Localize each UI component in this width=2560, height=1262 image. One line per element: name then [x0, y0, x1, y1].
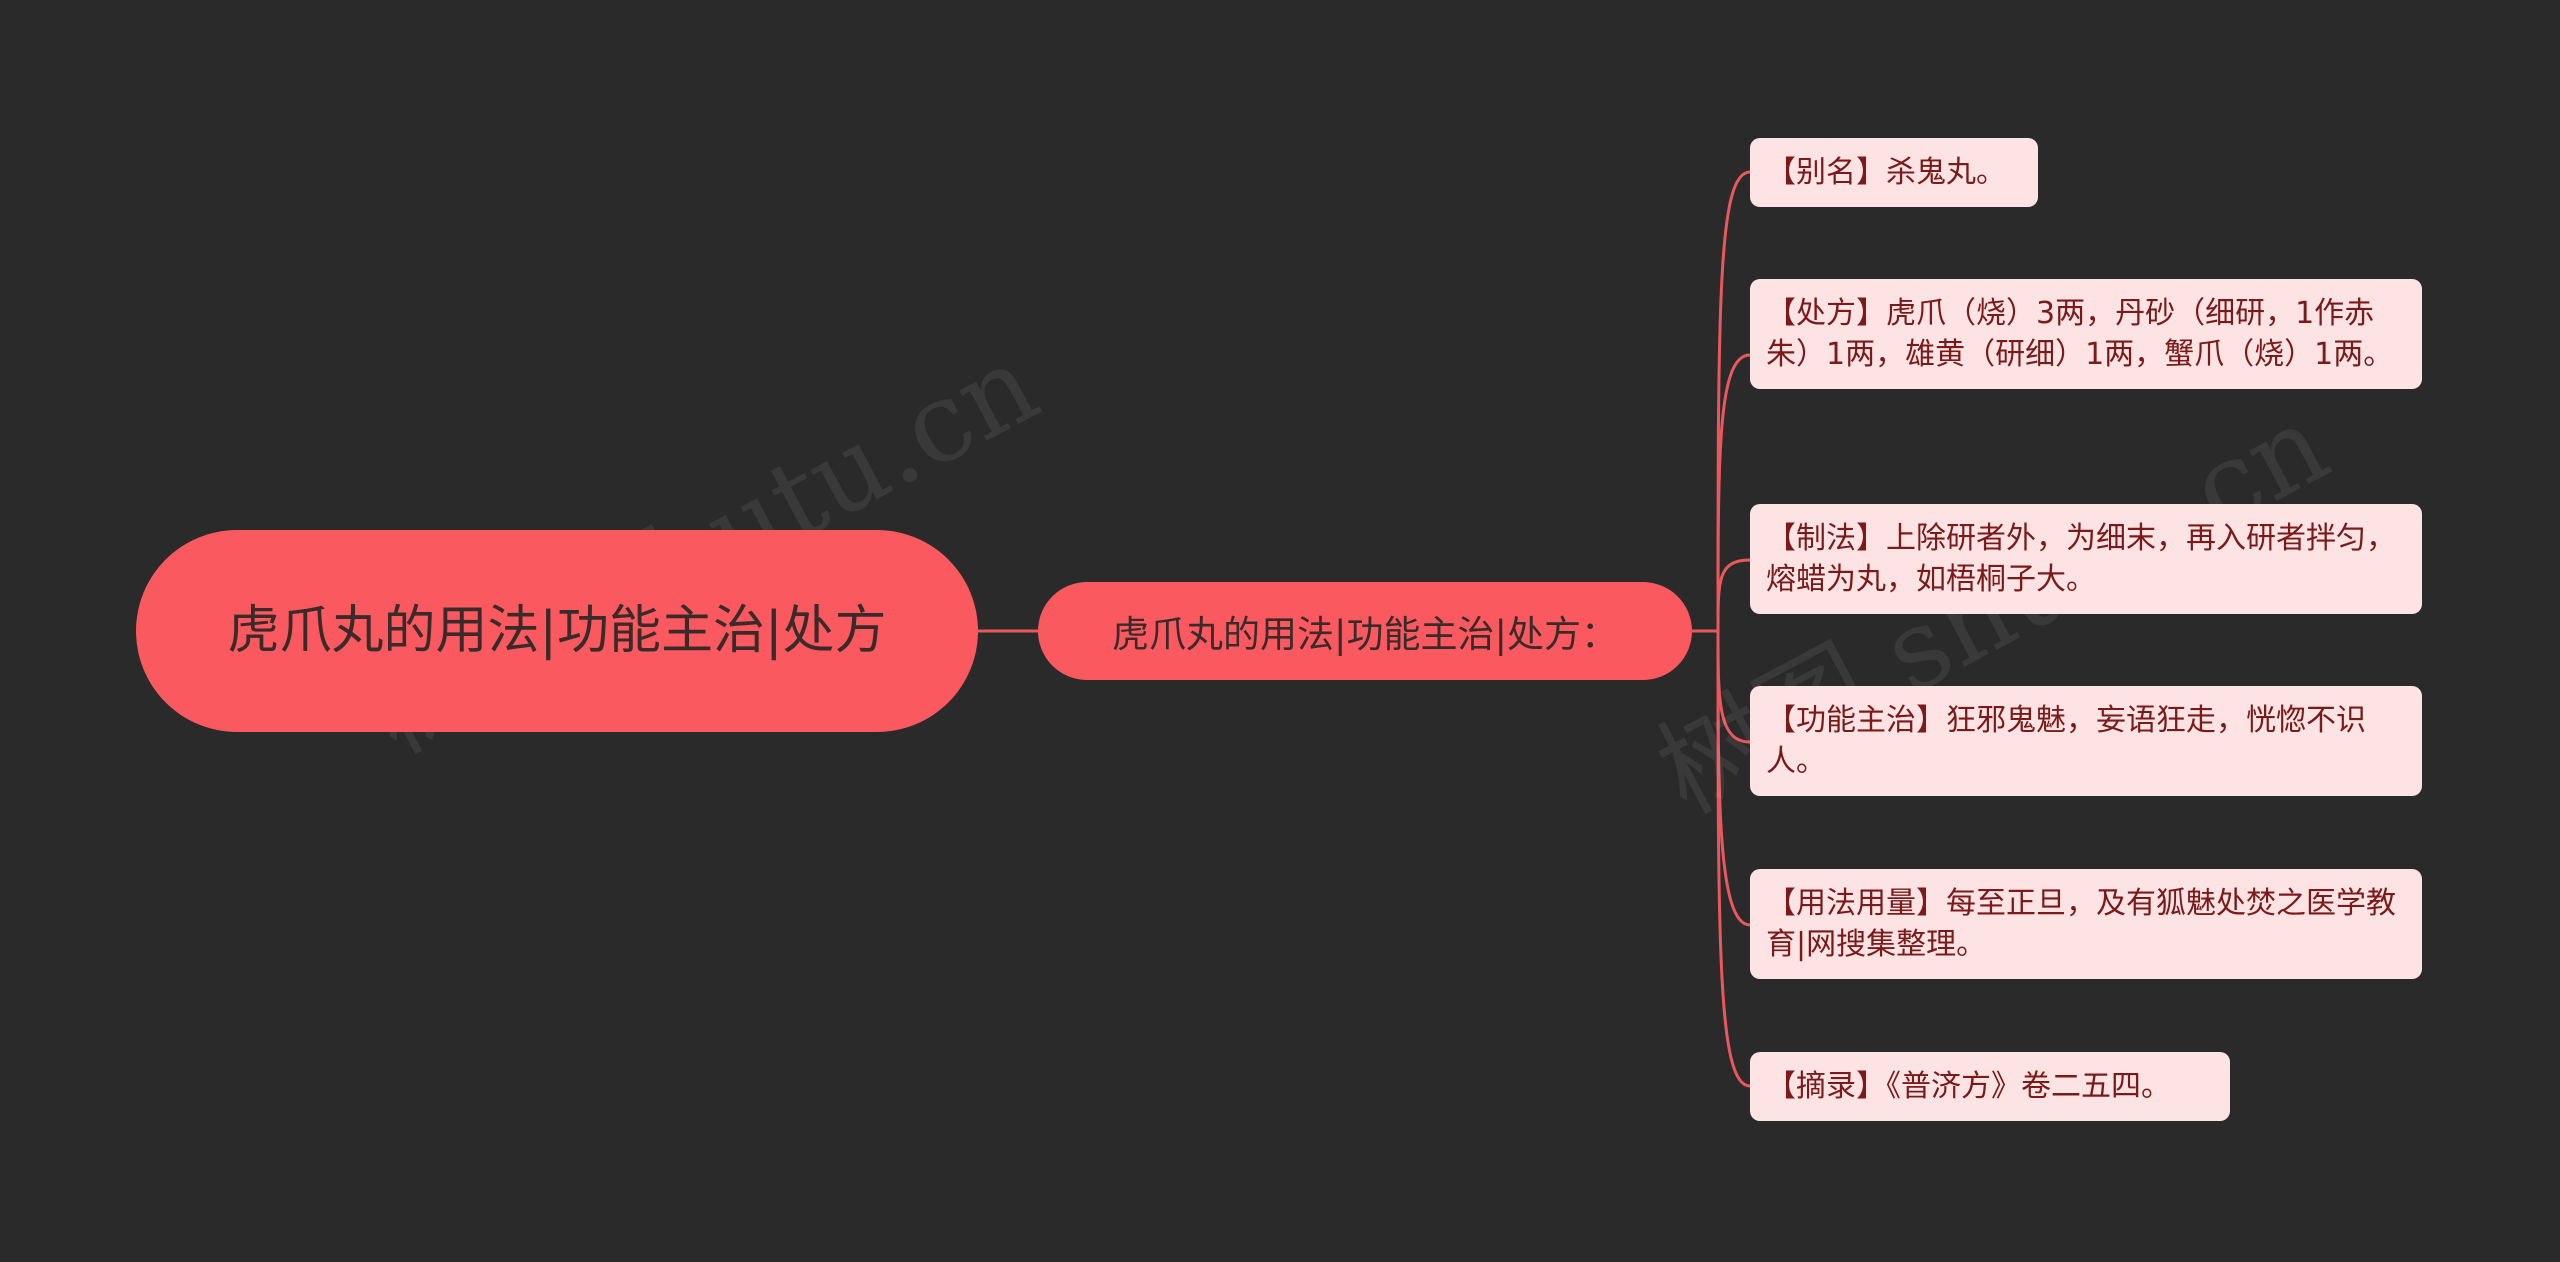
leaf-node-alias[interactable]: 【别名】杀鬼丸。	[1750, 138, 2038, 207]
leaf-text: 【制法】上除研者外，为细末，再入研者拌匀，熔蜡为丸，如梧桐子大。	[1766, 521, 2396, 597]
root-node[interactable]: 虎爪丸的用法|功能主治|处方	[136, 530, 978, 732]
branch-node[interactable]: 虎爪丸的用法|功能主治|处方：	[1038, 582, 1692, 680]
leaf-node-prescription[interactable]: 【处方】虎爪（烧）3两，丹砂（细研，1作赤朱）1两，雄黄（研细）1两，蟹爪（烧）…	[1750, 279, 2422, 389]
leaf-node-indications[interactable]: 【功能主治】狂邪鬼魅，妄语狂走，恍惚不识人。	[1750, 686, 2422, 796]
leaf-node-source[interactable]: 【摘录】《普济方》卷二五四。	[1750, 1052, 2230, 1121]
branch-node-label: 虎爪丸的用法|功能主治|处方：	[1112, 613, 1618, 656]
root-node-title: 虎爪丸的用法|功能主治|处方	[227, 601, 887, 661]
leaf-node-preparation[interactable]: 【制法】上除研者外，为细末，再入研者拌匀，熔蜡为丸，如梧桐子大。	[1750, 504, 2422, 614]
leaf-text: 【别名】杀鬼丸。	[1766, 155, 2006, 190]
leaf-node-usage[interactable]: 【用法用量】每至正旦，及有狐魅处焚之医学教育|网搜集整理。	[1750, 869, 2422, 979]
leaf-connector	[1716, 630, 1751, 744]
leaf-text: 【处方】虎爪（烧）3两，丹砂（细研，1作赤朱）1两，雄黄（研细）1两，蟹爪（烧）…	[1766, 296, 2394, 372]
leaf-connector	[1716, 353, 1751, 632]
leaf-connector	[1716, 558, 1751, 632]
leaf-text: 【摘录】《普济方》卷二五四。	[1766, 1069, 2171, 1104]
leaf-connector	[1716, 630, 1751, 927]
leaf-text: 【用法用量】每至正旦，及有狐魅处焚之医学教育|网搜集整理。	[1766, 886, 2396, 962]
leaf-connector	[1716, 630, 1751, 1088]
leaf-text: 【功能主治】狂邪鬼魅，妄语狂走，恍惚不识人。	[1766, 703, 2366, 779]
